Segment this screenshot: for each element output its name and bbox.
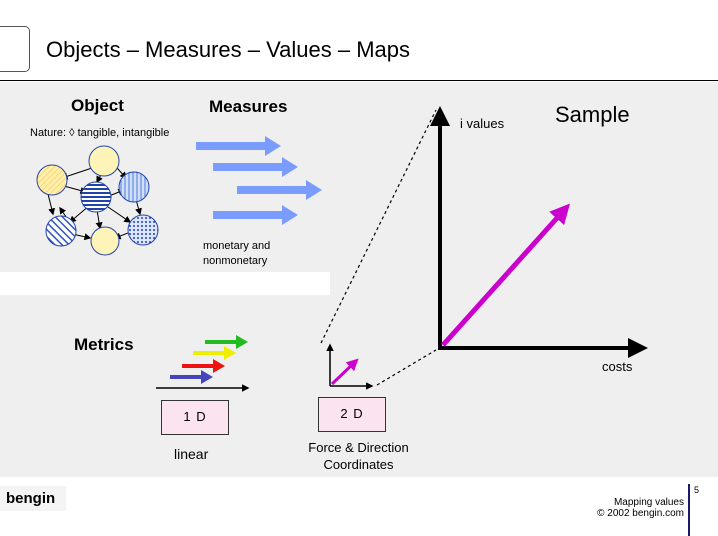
page-number: 5 — [694, 485, 700, 495]
measures-caption: monetary and nonmonetary — [203, 239, 313, 269]
object-node — [127, 214, 159, 246]
two-d-caption: Force & Direction Coordinates — [296, 439, 421, 473]
measures-arrow — [196, 136, 281, 156]
measures-arrow — [213, 205, 298, 225]
zoom-lines — [320, 109, 437, 386]
y-axis-label: i values — [460, 116, 505, 131]
metrics-heading: Metrics — [74, 335, 134, 354]
measures-arrow — [237, 180, 322, 200]
metrics-arrow — [170, 370, 213, 384]
measures-caption-line1: monetary and — [203, 240, 271, 252]
one-d-box: 1 D — [161, 400, 229, 435]
metrics-arrow — [193, 346, 236, 360]
one-d-caption: linear — [174, 446, 209, 462]
object-node — [88, 145, 120, 177]
measures-caption-line2: nonmonetary — [203, 255, 268, 267]
two-d-caption-line1: Force & Direction — [308, 440, 409, 455]
object-node — [45, 215, 77, 247]
sample-title: Sample — [555, 102, 630, 127]
footer-divider — [688, 484, 690, 536]
sample-vector — [441, 203, 571, 347]
corner-box — [0, 26, 30, 72]
page-title: Objects – Measures – Values – Maps — [46, 37, 410, 62]
two-d-box: 2 D — [318, 397, 386, 432]
measures-arrows — [196, 136, 322, 225]
object-node — [36, 164, 68, 196]
footer-logo: bengin — [0, 486, 66, 511]
two-d-axes — [326, 343, 374, 390]
nature-label: Nature: ◊ tangible, intangible — [30, 127, 170, 139]
measures-heading: Measures — [209, 97, 288, 116]
object-node — [118, 171, 150, 203]
footer-caption-line1: Mapping values — [613, 497, 684, 508]
footer-caption-line2: © 2002 bengin.com — [597, 508, 684, 519]
panel-separator-strip — [0, 272, 330, 295]
sample-chart — [430, 106, 648, 358]
footer-caption: Mapping values © 2002 bengin.com — [560, 497, 684, 519]
metrics-arrows — [170, 335, 248, 384]
title-divider — [0, 80, 718, 81]
metrics-arrow — [205, 335, 248, 349]
object-network — [36, 145, 159, 256]
object-node — [80, 181, 112, 213]
metrics-arrow — [182, 359, 225, 373]
object-node — [90, 226, 120, 256]
measures-arrow — [213, 157, 298, 177]
two-d-vector — [330, 358, 359, 386]
two-d-caption-line2: Coordinates — [323, 457, 394, 472]
object-heading: Object — [71, 96, 124, 115]
x-axis-label: costs — [602, 359, 633, 374]
